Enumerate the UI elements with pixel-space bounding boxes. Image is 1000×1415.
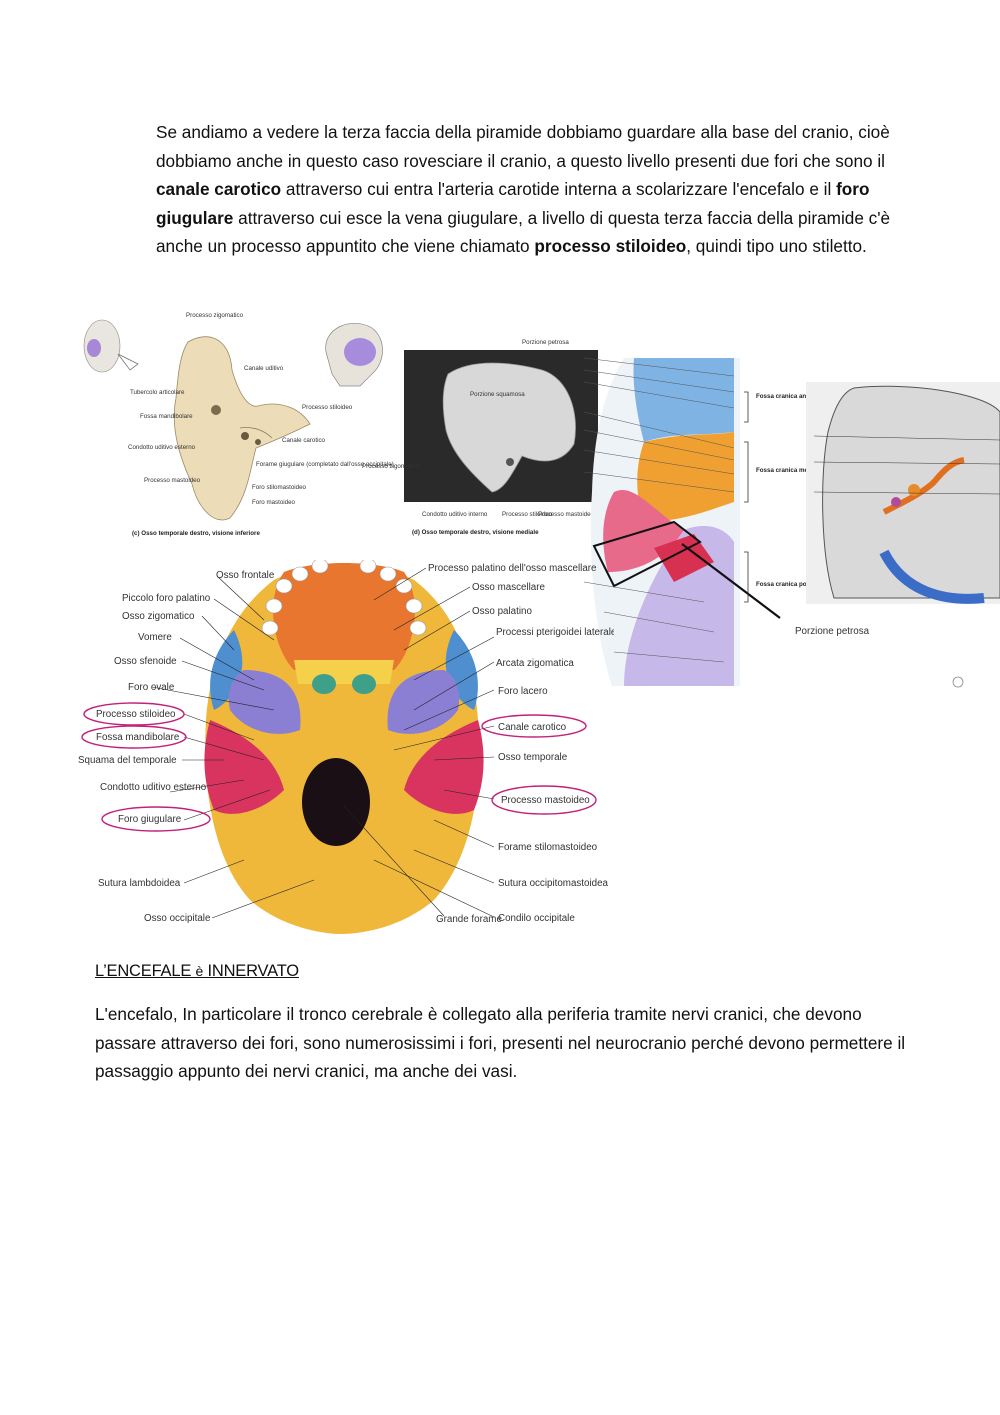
svg-text:Processo palatino dell'osso ma: Processo palatino dell'osso mascellare — [428, 563, 597, 574]
skull-base-drawing: Osso frontale Piccolo foro palatino Osso… — [78, 560, 614, 934]
svg-text:Vomere: Vomere — [138, 632, 172, 643]
svg-text:Condotto uditivo esterno: Condotto uditivo esterno — [100, 782, 207, 793]
svg-text:Squama del temporale: Squama del temporale — [78, 755, 177, 766]
svg-text:Foro lacero: Foro lacero — [498, 686, 548, 697]
svg-text:Osso occipitale: Osso occipitale — [144, 913, 211, 924]
svg-text:Canale carotico: Canale carotico — [282, 437, 326, 444]
svg-text:Fossa cranica media: Fossa cranica media — [756, 467, 817, 474]
svg-text:Piccolo foro palatino: Piccolo foro palatino — [122, 593, 211, 604]
svg-text:(d) Osso temporale destro, vis: (d) Osso temporale destro, visione media… — [412, 529, 539, 536]
svg-text:Fossa mandibolare: Fossa mandibolare — [140, 413, 193, 420]
svg-text:Processi pterigoidei laterale: Processi pterigoidei laterale e mediale — [496, 627, 614, 638]
svg-text:Processo zigomatico: Processo zigomatico — [362, 463, 420, 470]
svg-text:Processo mastoideo: Processo mastoideo — [144, 477, 201, 484]
svg-text:Condotto uditivo interno: Condotto uditivo interno — [422, 511, 488, 518]
temporal-medial-drawing: Porzione petrosa Porzione squamosa Proce… — [362, 339, 598, 536]
figure-temporal-medial: Porzione petrosa Porzione squamosa Proce… — [362, 334, 598, 540]
paragraph-2: L'encefalo, In particolare il tronco cer… — [95, 1004, 906, 1082]
figure-temporal-inferior: Processo zigomatico Tubercolo articolare… — [80, 308, 400, 540]
svg-text:Fossa mandibolare: Fossa mandibolare — [96, 732, 180, 743]
term-canale-carotico: canale carotico — [156, 179, 282, 200]
paragraph-1: Se andiamo a vedere la terza faccia dell… — [156, 122, 891, 257]
term-processo-stiloideo: processo stiloideo — [534, 236, 687, 257]
svg-text:Osso palatino: Osso palatino — [472, 606, 532, 617]
svg-text:Osso zigomatico: Osso zigomatico — [122, 611, 195, 622]
svg-text:Foro stilomastoideo: Foro stilomastoideo — [252, 484, 307, 491]
svg-text:Canale uditivo: Canale uditivo — [244, 365, 284, 372]
figure-skull-base: Osso frontale Piccolo foro palatino Osso… — [74, 560, 614, 934]
svg-text:Osso frontale: Osso frontale — [216, 570, 275, 581]
svg-text:Osso sfenoide: Osso sfenoide — [114, 656, 177, 667]
svg-text:Porzione squamosa: Porzione squamosa — [470, 391, 525, 398]
svg-text:Processo stiloideo: Processo stiloideo — [502, 511, 553, 518]
skull-icon — [312, 312, 392, 392]
svg-text:Porzione petrosa: Porzione petrosa — [522, 339, 569, 346]
svg-text:Condotto uditivo esterno: Condotto uditivo esterno — [128, 444, 196, 451]
svg-text:Fossa cranica anteriore: Fossa cranica anteriore — [756, 393, 826, 400]
svg-text:Forame stilomastoideo: Forame stilomastoideo — [498, 842, 598, 853]
svg-text:Sutura lambdoidea: Sutura lambdoidea — [98, 878, 181, 889]
figure-cranial-fossae: Fossa cranica anteriore Fossa cranica me… — [584, 352, 1000, 692]
svg-text:Sutura occipitomastoidea: Sutura occipitomastoidea — [498, 878, 609, 889]
svg-text:Arcata zigomatica: Arcata zigomatica — [496, 658, 574, 669]
svg-text:Forame giugulare (completato d: Forame giugulare (completato dall'osso o… — [256, 461, 394, 468]
skull-orientation-icon — [325, 323, 383, 387]
svg-text:Grande forame: Grande forame — [436, 914, 502, 925]
svg-text:Fossa cranica posteriore: Fossa cranica posteriore — [756, 581, 830, 588]
svg-text:Processo stiloideo: Processo stiloideo — [96, 709, 176, 720]
term-foro-giugulare: foro giugulare — [156, 179, 870, 228]
svg-text:Tubercolo articolare: Tubercolo articolare — [130, 389, 185, 396]
cranial-fossae-drawing: Fossa cranica anteriore Fossa cranica me… — [584, 357, 1000, 688]
svg-text:Foro ovale: Foro ovale — [128, 682, 175, 693]
svg-text:Osso temporale: Osso temporale — [498, 752, 568, 763]
svg-text:Osso mascellare: Osso mascellare — [472, 582, 546, 593]
svg-text:Processo stiloideo: Processo stiloideo — [302, 404, 353, 411]
svg-text:Condilo occipitale: Condilo occipitale — [498, 913, 575, 924]
svg-text:Processo mastoideo: Processo mastoideo — [501, 795, 590, 806]
svg-text:Processo mastoideo: Processo mastoideo — [538, 511, 595, 518]
svg-text:Foro mastoideo: Foro mastoideo — [252, 499, 296, 506]
svg-text:Processo zigomatico: Processo zigomatico — [186, 312, 244, 319]
temporal-bone-drawing: Processo zigomatico Tubercolo articolare… — [83, 312, 394, 537]
svg-text:Porzione petrosa: Porzione petrosa — [795, 626, 870, 637]
svg-text:Canale carotico: Canale carotico — [498, 722, 567, 733]
svg-text:(c) Osso temporale destro, vis: (c) Osso temporale destro, visione infer… — [132, 530, 260, 537]
section-heading: L’ENCEFALE è INNERVATO — [95, 962, 299, 980]
svg-text:Foro giugulare: Foro giugulare — [118, 814, 182, 825]
